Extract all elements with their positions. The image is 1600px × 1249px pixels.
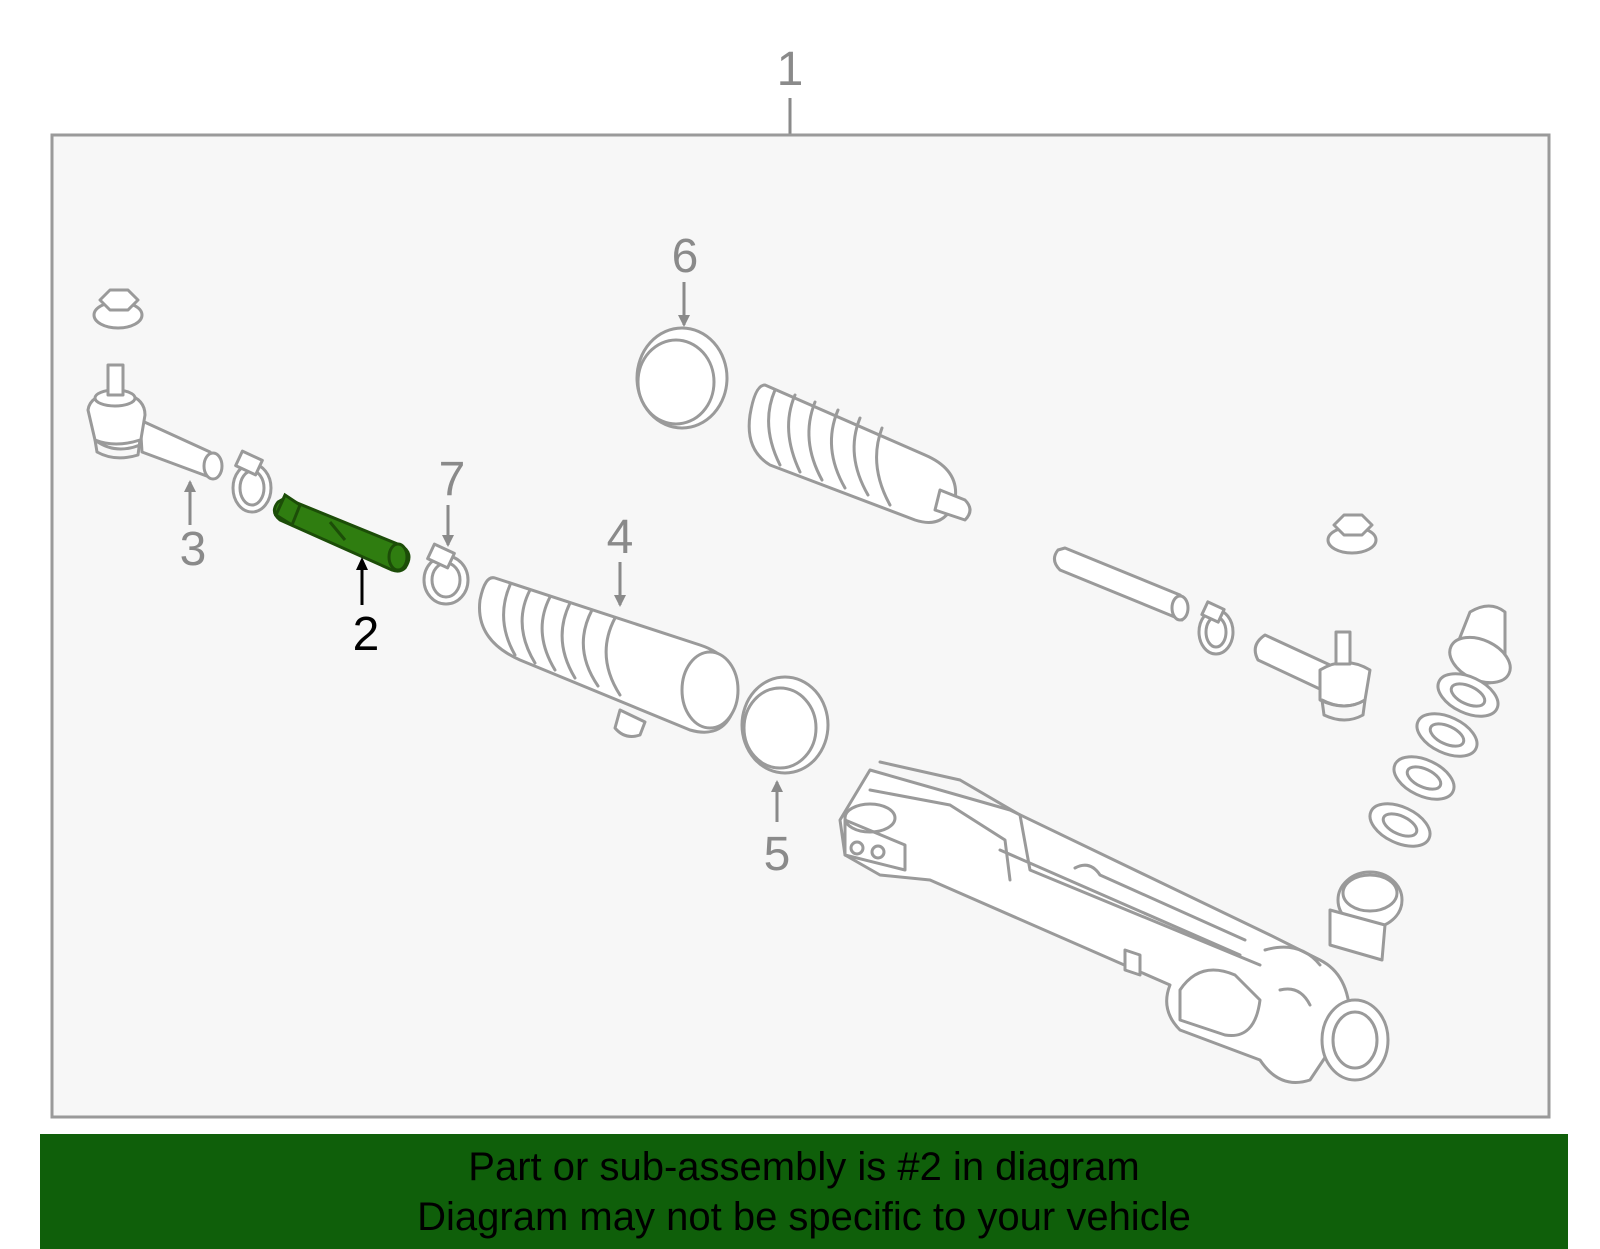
rack-housing[interactable] [838,760,1404,1084]
callout-4[interactable]: 4 [607,511,634,564]
steering-boot-left[interactable] [478,576,740,738]
nut-left[interactable] [92,288,144,330]
boot-ring-6[interactable] [635,326,729,430]
parts-diagram: 1 3 2 7 4 [50,43,1551,1119]
callout-6[interactable]: 6 [672,230,699,283]
boot-clamp-left[interactable] [231,449,273,514]
pinion-seal[interactable] [1443,604,1518,692]
boot-ring-5[interactable] [740,675,830,775]
washer-2[interactable] [1410,705,1483,765]
boot-clamp-right[interactable] [1197,600,1235,656]
inner-tie-rod-highlighted[interactable] [273,492,411,573]
banner-line-2: Diagram may not be specific to your vehi… [417,1195,1191,1239]
washer-4[interactable] [1363,795,1436,855]
callout-1[interactable]: 1 [777,43,804,96]
washer-1[interactable] [1431,665,1504,725]
callout-7[interactable]: 7 [439,453,466,506]
steering-boot-right[interactable] [747,383,972,524]
washer-3[interactable] [1387,748,1460,808]
info-banner: Part or sub-assembly is #2 in diagram Di… [40,1134,1568,1249]
callout-5[interactable]: 5 [764,828,791,881]
callout-3[interactable]: 3 [180,523,207,576]
tie-rod-end-right[interactable] [1253,630,1372,722]
callout-2[interactable]: 2 [353,608,380,661]
boot-clamp-7[interactable] [422,542,470,606]
inner-tie-rod-right[interactable] [1053,546,1190,622]
nut-right[interactable] [1326,513,1378,555]
tie-rod-end-left[interactable] [86,363,224,481]
banner-line-1: Part or sub-assembly is #2 in diagram [468,1145,1140,1189]
